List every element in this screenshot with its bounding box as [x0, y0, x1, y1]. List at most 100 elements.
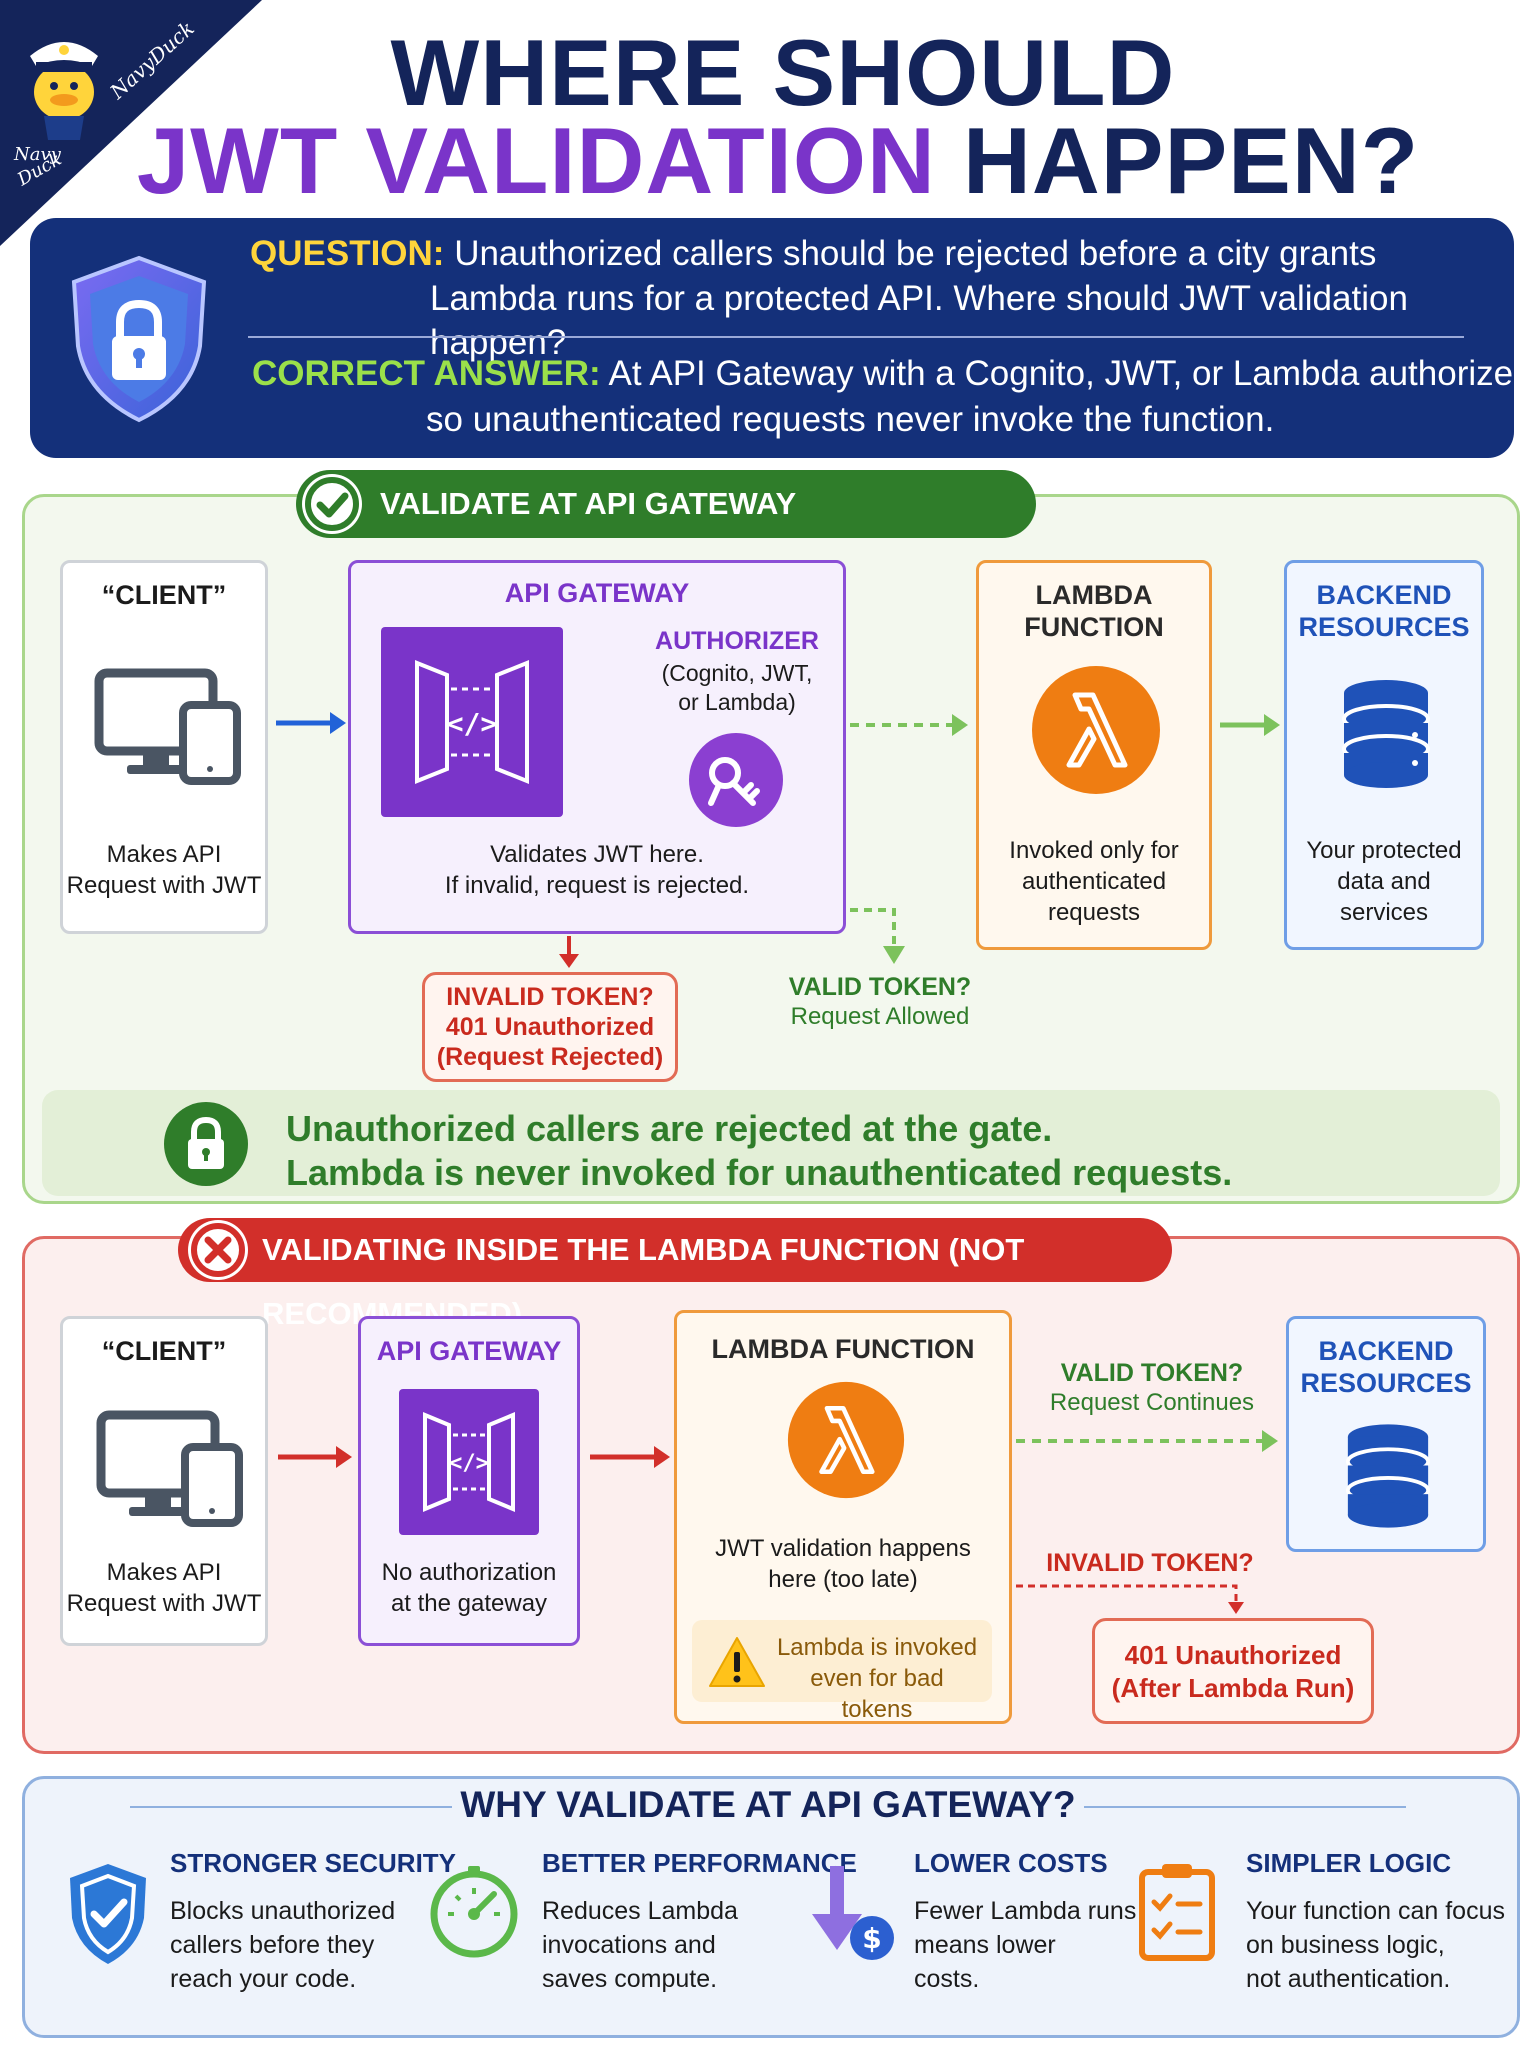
- answer-label: CORRECT ANSWER:: [252, 354, 601, 393]
- bad-client-title: “CLIENT”: [101, 1336, 227, 1366]
- question-text-1: Unauthorized callers should be rejected …: [454, 234, 1377, 273]
- authorizer-sub-1: (Cognito, JWT,: [661, 660, 813, 686]
- bad-desktop-mobile-icon: [95, 1407, 245, 1532]
- bad-unauthorized-result: 401 Unauthorized (After Lambda Run): [1092, 1618, 1374, 1724]
- arrow-valid-down: [848, 906, 912, 975]
- invalid-line-2: 401 Unauthorized: [445, 1013, 655, 1041]
- api-gateway-card: API GATEWAY </> AUTHORIZER (Cognito, JWT…: [348, 560, 846, 934]
- warning-line-2: even for bad tokens: [810, 1665, 944, 1723]
- question-label: QUESTION:: [250, 234, 445, 273]
- bad-lambda-icon: [787, 1381, 905, 1504]
- question-divider: [248, 336, 1464, 338]
- why-rule-right: [1084, 1806, 1406, 1808]
- arrow-client-to-gateway: [274, 708, 348, 743]
- question-line2: Lambda runs for a protected API. Where s…: [430, 279, 1408, 362]
- authorizer-sub-2: or Lambda): [678, 689, 796, 715]
- bad-backend-title-1: BACKEND: [1318, 1336, 1454, 1366]
- answer-text-1: At API Gateway with a Cognito, JWT, or L…: [608, 354, 1525, 393]
- bad-invalid-token-label: INVALID TOKEN?: [1046, 1549, 1254, 1577]
- checklist-icon: [1138, 1862, 1216, 1967]
- warning-line-1: Lambda is invoked: [776, 1634, 978, 1661]
- benefit-3-line-2: means lower: [914, 1931, 1056, 1959]
- cost-down-icon: $: [808, 1866, 902, 1971]
- backend-desc-3: services: [1339, 899, 1429, 926]
- bad-lambda-title: LAMBDA FUNCTION: [711, 1334, 975, 1364]
- svg-text:</>: </>: [447, 707, 498, 740]
- bad-valid-line-1: VALID TOKEN?: [1060, 1359, 1244, 1387]
- brand-badge: NavyDuck Navy Duck: [0, 0, 270, 270]
- gateway-desc-2: If invalid, request is rejected.: [444, 872, 750, 899]
- warning-icon: [708, 1636, 766, 1693]
- title-highlight: JWT VALIDATION: [136, 108, 936, 213]
- backend-card: BACKEND RESOURCES Your protected data an…: [1284, 560, 1484, 950]
- bad-api-gateway-icon: </>: [399, 1389, 539, 1535]
- lambda-desc-1: Invoked only for: [1009, 837, 1179, 864]
- database-icon: [1341, 679, 1431, 794]
- page-title-line2: JWT VALIDATION HAPPEN?: [0, 114, 1536, 208]
- bad-gateway-title: API GATEWAY: [376, 1336, 562, 1366]
- benefit-1-line-1: Blocks unauthorized: [170, 1897, 396, 1925]
- valid-line-1: VALID TOKEN?: [788, 973, 972, 1001]
- bad-lambda-desc-1: JWT validation happens: [715, 1535, 971, 1562]
- question-line1: QUESTION: Unauthorized callers should be…: [250, 232, 1376, 276]
- shield-check-icon: [66, 1862, 150, 1971]
- error-circle-icon: [188, 1220, 248, 1280]
- benefit-1-title: STRONGER SECURITY: [170, 1848, 457, 1878]
- benefits-title: WHY VALIDATE AT API GATEWAY?: [460, 1784, 1076, 1825]
- bad-client-desc-2: Request with JWT: [66, 1590, 262, 1617]
- answer-line1: CORRECT ANSWER: At API Gateway with a Co…: [252, 352, 1525, 396]
- bad-api-gateway-card: API GATEWAY </> No authorization at the …: [358, 1316, 580, 1646]
- benefit-3-line-1: Fewer Lambda runs: [914, 1897, 1137, 1925]
- benefit-1-line-2: callers before they: [170, 1931, 375, 1959]
- gateway-title: API GATEWAY: [504, 578, 690, 608]
- invalid-line-3: (Request Rejected): [436, 1043, 664, 1071]
- bad-arrow-client-to-gateway: [276, 1442, 356, 1477]
- client-title: “CLIENT”: [101, 580, 227, 610]
- bad-client-card: “CLIENT” Makes API Request with JWT: [60, 1316, 268, 1646]
- authorizer-title: AUTHORIZER: [655, 627, 819, 655]
- benefit-4-line-1: Your function can focus: [1246, 1897, 1505, 1925]
- benefits-section: [22, 1776, 1520, 2038]
- speed-gauge-icon: [428, 1866, 520, 1963]
- benefit-4-title: SIMPLER LOGIC: [1246, 1848, 1452, 1878]
- desktop-mobile-icon: [93, 665, 243, 790]
- client-card: “CLIENT” Makes API Request with JWT: [60, 560, 268, 934]
- svg-text:</>: </>: [449, 1451, 489, 1476]
- banner-line-2: Lambda is never invoked for unauthentica…: [286, 1152, 1233, 1193]
- backend-title-1: BACKEND: [1316, 580, 1452, 610]
- not-recommended-heading: VALIDATING INSIDE THE LAMBDA FUNCTION (N…: [178, 1218, 1172, 1331]
- banner-line-1: Unauthorized callers are rejected at the…: [286, 1108, 1053, 1149]
- bad-arrow-lambda-to-backend: [1014, 1426, 1284, 1461]
- client-desc-1: Makes API: [106, 841, 222, 868]
- lambda-desc-3: requests: [1047, 899, 1141, 926]
- api-gateway-icon: </>: [381, 627, 563, 817]
- question-panel: [30, 218, 1514, 458]
- shield-lock-icon: [68, 254, 210, 426]
- invalid-token-callout: INVALID TOKEN? 401 Unauthorized (Request…: [422, 972, 678, 1082]
- bad-client-desc-1: Makes API: [106, 1559, 222, 1586]
- navy-duck-mascot-logo: [30, 42, 98, 140]
- gateway-desc-1: Validates JWT here.: [490, 841, 704, 868]
- gate-banner: [42, 1090, 1500, 1196]
- benefit-1-line-3: reach your code.: [170, 1965, 357, 1993]
- benefit-2-line-1: Reduces Lambda: [542, 1897, 738, 1925]
- bad-gateway-desc-1: No authorization: [381, 1559, 557, 1586]
- lambda-title-1: LAMBDA: [1035, 580, 1153, 610]
- benefit-3-title: LOWER COSTS: [914, 1848, 1108, 1878]
- client-desc-2: Request with JWT: [66, 872, 262, 899]
- why-rule-left: [130, 1806, 452, 1808]
- page-title-line1: WHERE SHOULD: [390, 20, 1176, 125]
- invalid-line-1: INVALID TOKEN?: [446, 983, 654, 1011]
- lambda-icon: [1031, 665, 1161, 800]
- benefit-4-line-2: on business logic,: [1246, 1931, 1445, 1959]
- recommended-heading: VALIDATE AT API GATEWAY (RECOMMENDED): [296, 470, 1036, 589]
- benefit-4-line-3: not authentication.: [1246, 1965, 1451, 1993]
- arrow-gateway-to-lambda: [848, 710, 972, 745]
- lambda-desc-2: authenticated: [1021, 868, 1167, 895]
- benefit-2-line-2: invocations and: [542, 1931, 716, 1959]
- arrow-lambda-to-backend: [1218, 710, 1284, 745]
- benefit-3-line-3: costs.: [914, 1965, 980, 1993]
- title-rest: HAPPEN?: [962, 108, 1420, 213]
- bad-backend-card: BACKEND RESOURCES: [1286, 1316, 1486, 1552]
- backend-title-2: RESOURCES: [1298, 612, 1470, 642]
